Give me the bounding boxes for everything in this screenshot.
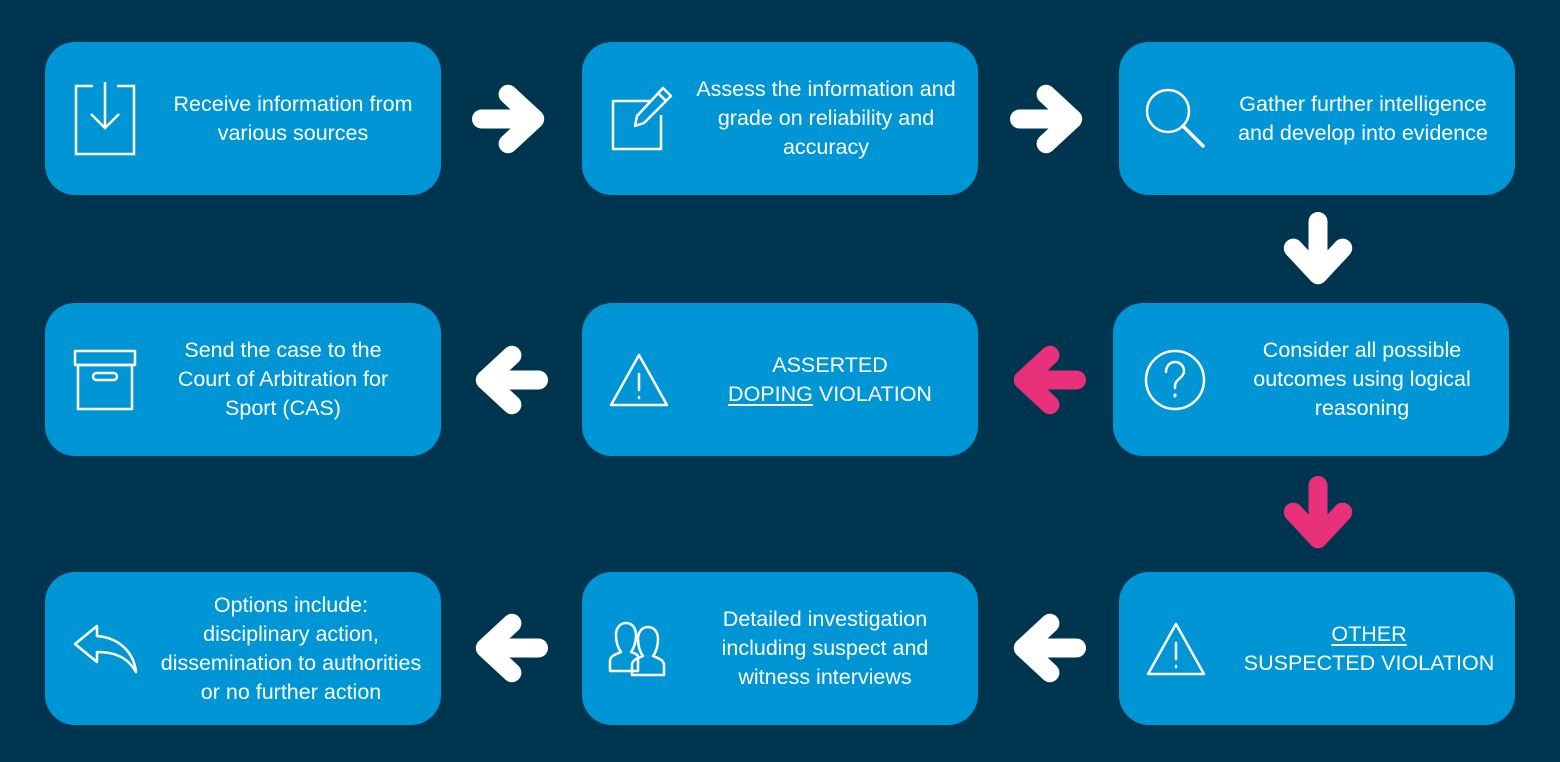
step-line: Court of Arbitration for (177, 367, 389, 391)
archive-box-icon (73, 349, 137, 410)
step-line: including suspect and (721, 636, 929, 660)
warning-triangle-icon (1146, 622, 1206, 675)
step-other-suspected-violation: OTHER SUSPECTED VIOLATION (1119, 572, 1515, 725)
step-line: various sources (217, 120, 369, 145)
arrow-left-highlight-icon (1010, 342, 1086, 418)
step-line: Detailed investigation (722, 607, 928, 631)
step-gather-intelligence: Gather further intelligence and develop … (1119, 42, 1515, 195)
step-line: Sport (CAS) (225, 396, 341, 420)
arrow-left-icon (472, 342, 548, 418)
step-consider-outcomes: Consider all possible outcomes using log… (1113, 303, 1509, 456)
step-line: Assess the information and (696, 77, 956, 101)
step-line: grade on reliability and (717, 106, 935, 130)
step-line: outcomes using logical (1253, 367, 1471, 391)
step-line: or no further action (200, 679, 382, 704)
step-asserted-doping-violation: ASSERTED DOPING VIOLATION (582, 303, 978, 456)
arrow-down-icon (1280, 212, 1356, 288)
step-receive-information: Receive information from various sources (45, 42, 441, 195)
step-line: Send the case to the (184, 338, 382, 362)
step-assess-information: Assess the information and grade on reli… (582, 42, 978, 195)
violation-text: VIOLATION (812, 381, 932, 406)
asserted-line-2: DOPING VIOLATION (728, 380, 932, 409)
step-line: Consider all possible (1262, 338, 1462, 362)
question-circle-icon (1144, 349, 1206, 410)
users-icon (608, 621, 666, 676)
other-underlined: OTHER (1331, 621, 1407, 646)
edit-pencil-icon (611, 86, 673, 150)
step-line: dissemination to authorities (160, 650, 422, 675)
step-line: disciplinary action, (203, 621, 379, 646)
reply-arrow-icon (73, 624, 138, 673)
step-detailed-investigation: Detailed investigation including suspect… (582, 572, 978, 725)
arrow-right-icon (1010, 81, 1086, 157)
arrow-down-highlight-icon (1280, 476, 1356, 552)
step-line: Receive information from (173, 91, 413, 116)
warning-triangle-icon (609, 353, 669, 406)
download-tray-icon (74, 81, 136, 155)
arrow-left-icon (472, 610, 548, 686)
step-line: Gather further intelligence (1239, 91, 1487, 116)
suspected-violation-text: SUSPECTED VIOLATION (1243, 650, 1495, 675)
step-options-include: Options include: disciplinary action, di… (45, 572, 441, 725)
asserted-line-1: ASSERTED (772, 352, 888, 377)
step-line: accuracy (782, 135, 870, 159)
step-line: reasoning (1314, 396, 1410, 420)
arrow-right-icon (472, 81, 548, 157)
step-line: witness interviews (738, 665, 912, 689)
arrow-left-icon (1010, 610, 1086, 686)
search-icon (1145, 88, 1205, 148)
step-send-to-cas: Send the case to the Court of Arbitratio… (45, 303, 441, 456)
step-line: and develop into evidence (1238, 120, 1488, 145)
step-line: Options include: (213, 592, 369, 617)
doping-underlined: DOPING (728, 381, 813, 406)
